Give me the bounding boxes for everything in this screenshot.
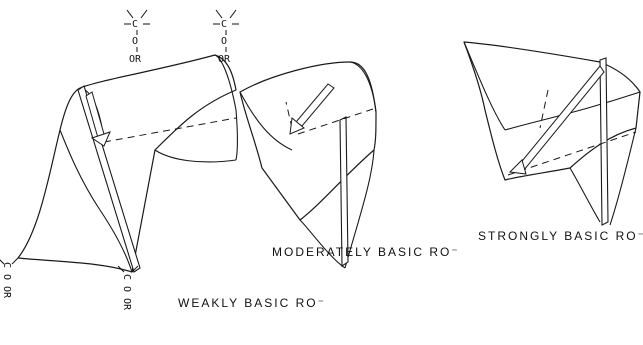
structure-bottom: C O OR: [117, 265, 139, 311]
top-left-c: C: [132, 19, 138, 30]
weakly-basic-surface: C O OR C O OR C O OR: [0, 9, 326, 311]
caption-strongly-basic: STRONGLY BASIC RO⁻: [478, 229, 643, 243]
moderately-basic-surface: MODERATELY BASIC RO⁻: [239, 61, 460, 269]
top-right-c: C: [221, 19, 227, 30]
strongly-basic-surface: STRONGLY BASIC RO⁻: [463, 41, 643, 243]
caption-weakly-basic: WEAKLY BASIC RO⁻: [178, 296, 326, 310]
reaction-ridge-moderate: [339, 116, 349, 268]
structure-top-left: C O OR: [124, 9, 150, 65]
reaction-arrow-moderate: [289, 83, 335, 135]
left-or: OR: [1, 286, 12, 299]
top-right-or: OR: [218, 54, 231, 65]
bottom-c: C: [121, 274, 132, 280]
top-right-o: O: [221, 36, 227, 47]
reaction-ridge: [77, 85, 141, 273]
left-c: C: [1, 262, 12, 268]
bottom-o: O: [121, 286, 132, 292]
caption-moderately-basic: MODERATELY BASIC RO⁻: [272, 245, 460, 259]
structure-left: C O OR: [0, 257, 19, 299]
reaction-ridge-strong: [599, 57, 609, 226]
top-left-or: OR: [129, 54, 142, 65]
left-o: O: [1, 274, 12, 280]
top-left-o: O: [132, 36, 138, 47]
reaction-arrow-strong: [508, 65, 605, 175]
reaction-arrow: [85, 91, 111, 147]
structure-top-right: C O OR: [213, 9, 239, 65]
bottom-or: OR: [121, 298, 132, 311]
